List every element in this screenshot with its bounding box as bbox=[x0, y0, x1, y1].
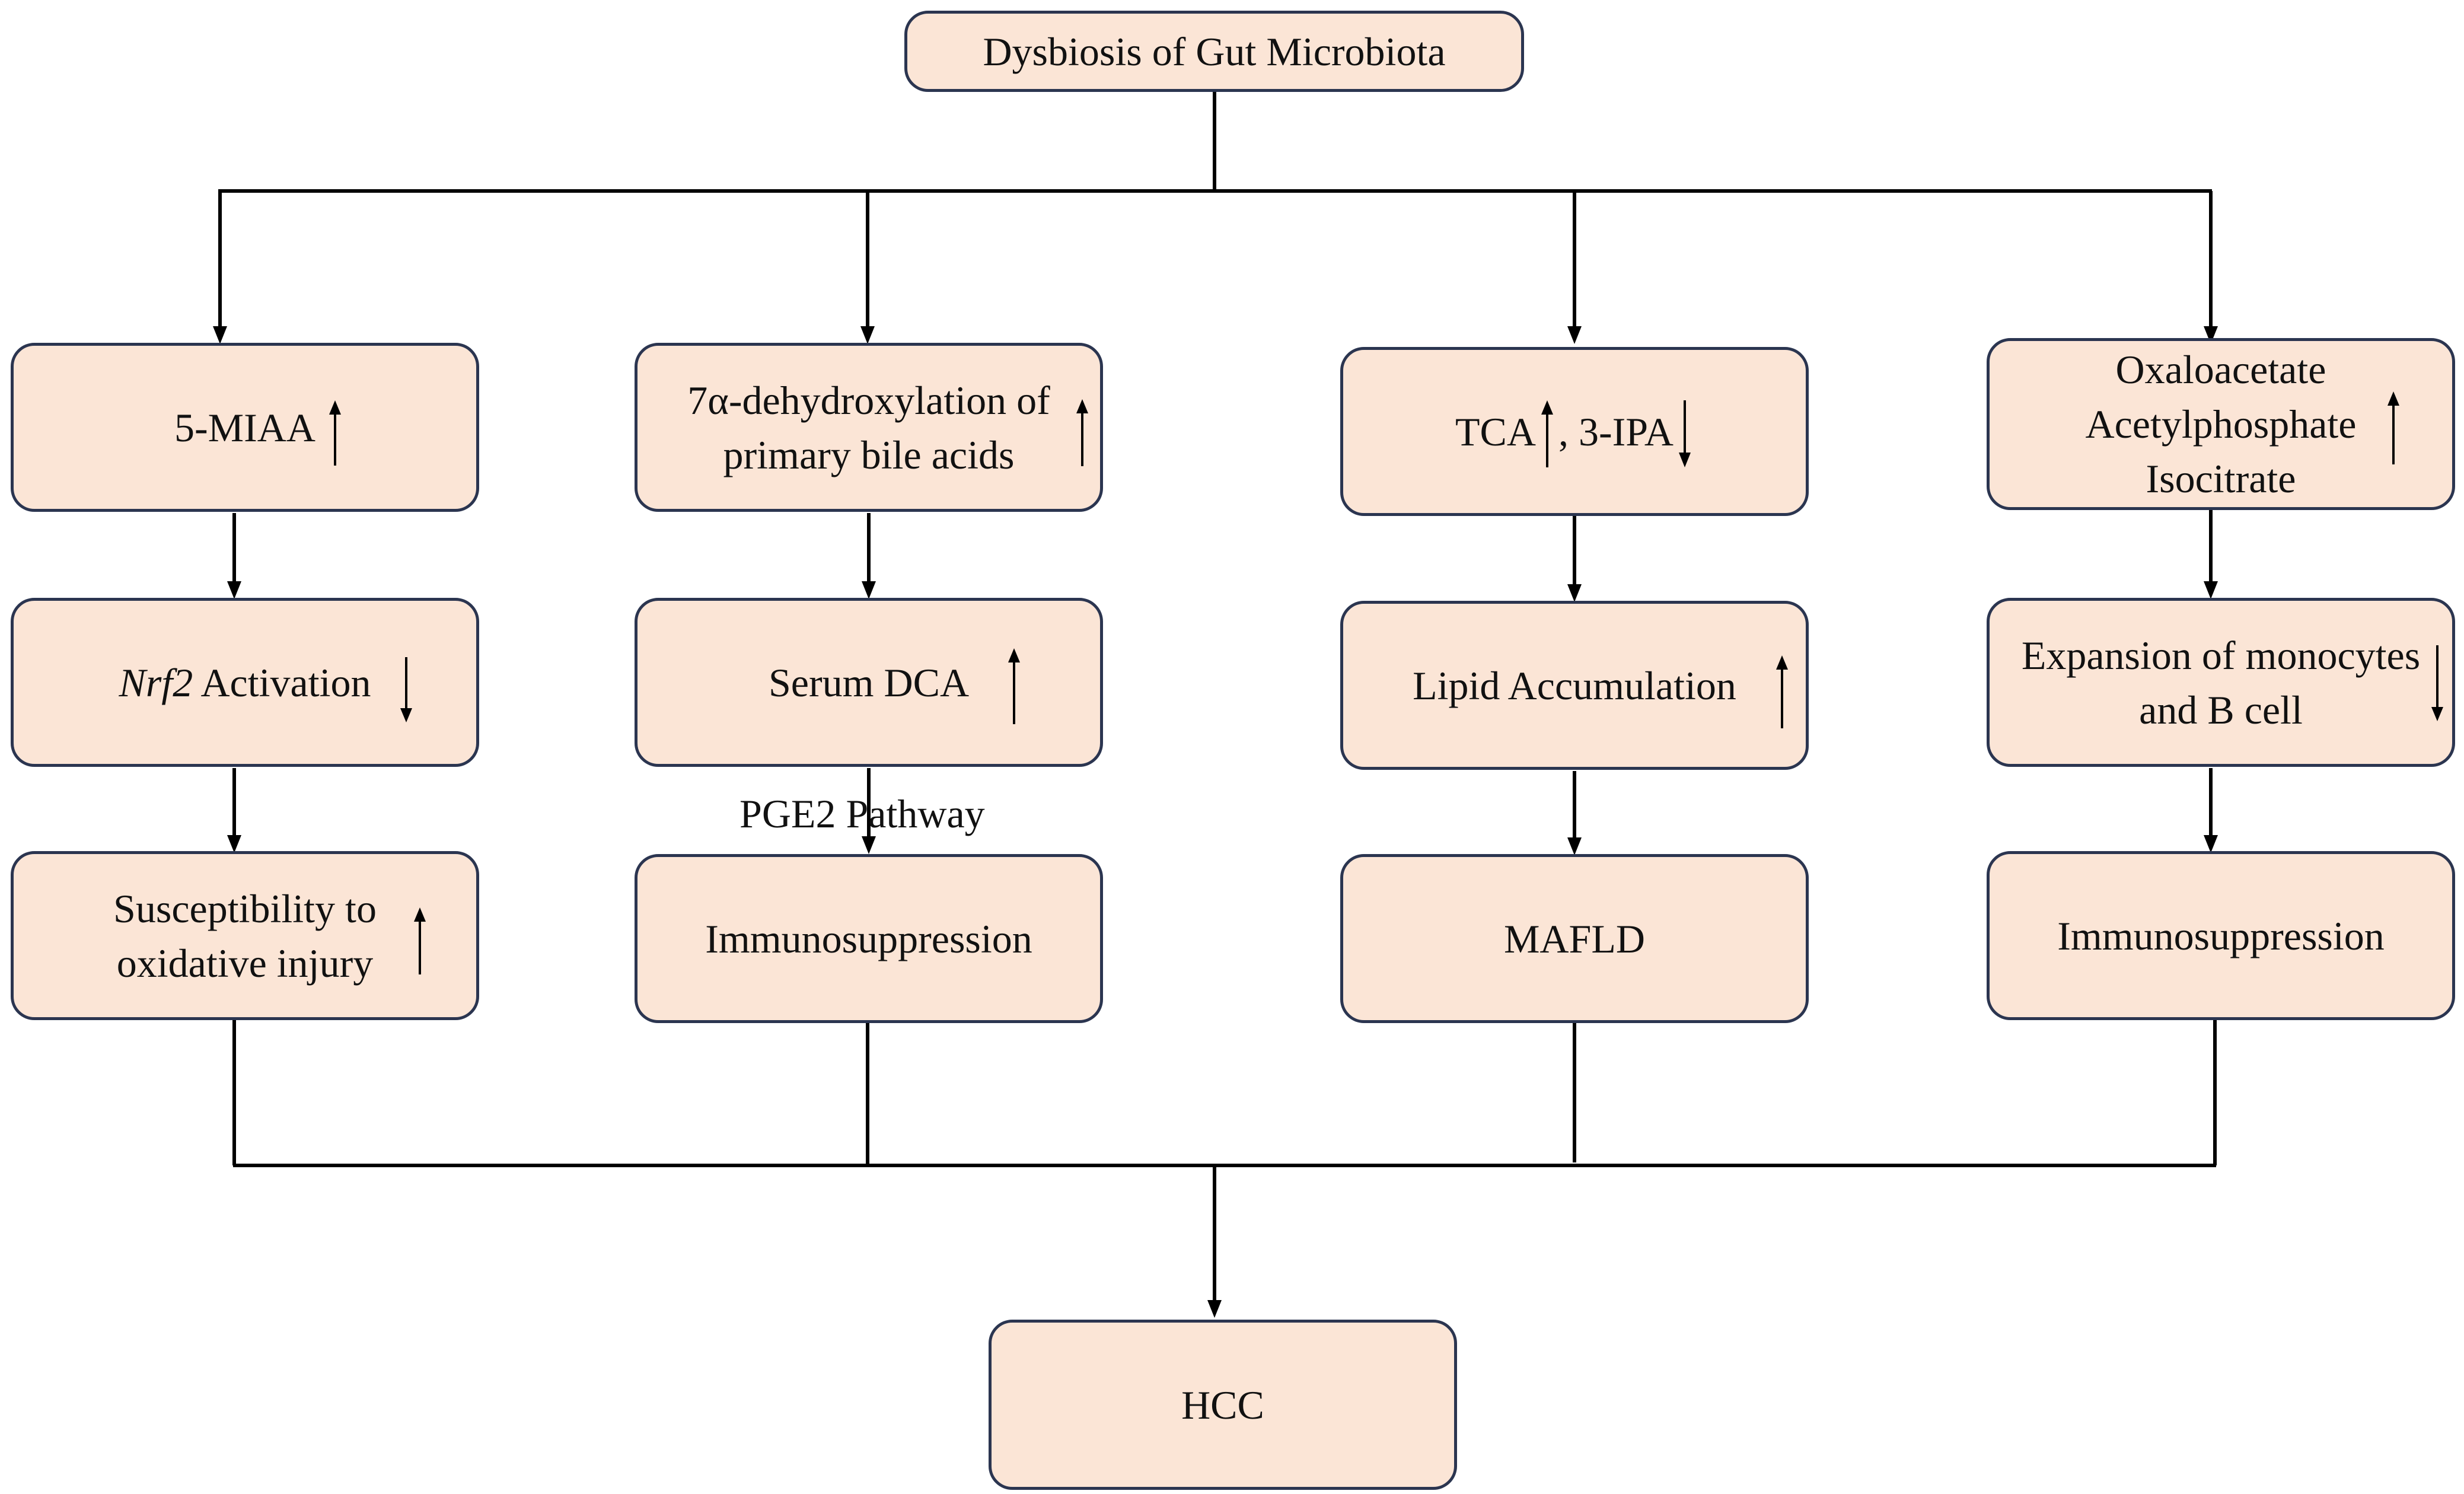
down-arrow-icon bbox=[2431, 645, 2443, 721]
metabolite-line-1: Oxaloacetate bbox=[2115, 347, 2326, 392]
outcome-node: HCC bbox=[989, 1320, 1457, 1490]
node-nrf2-label: Nrf2 Activation bbox=[119, 655, 371, 710]
serum-dca-label: Serum DCA bbox=[768, 660, 970, 705]
arrowhead-col4-r3 bbox=[2204, 835, 2218, 853]
arrowhead-outcome bbox=[1207, 1300, 1222, 1318]
up-arrow-icon bbox=[1776, 655, 1788, 728]
node-5-miaa: 5-MIAA bbox=[11, 343, 479, 512]
arrowhead-col1-r3 bbox=[227, 835, 241, 853]
tca-3ipa-label: TCA , 3-IPA bbox=[1455, 400, 1694, 467]
tca-text: TCA bbox=[1455, 409, 1536, 454]
node-serum-dca: Serum DCA bbox=[635, 598, 1103, 767]
mafld-label: MAFLD bbox=[1503, 916, 1646, 961]
down-arrow-icon bbox=[1678, 400, 1691, 467]
up-arrow-icon bbox=[1541, 400, 1553, 467]
arrowhead-col4-r1 bbox=[2204, 326, 2218, 344]
down-arrow-icon bbox=[400, 657, 412, 722]
up-arrow-icon bbox=[2388, 391, 2399, 464]
root-label: Dysbiosis of Gut Microbiota bbox=[983, 28, 1446, 74]
node-7a-dehydroxylation: 7α-dehydroxylation of primary bile acids bbox=[635, 343, 1103, 512]
root-node: Dysbiosis of Gut Microbiota bbox=[904, 11, 1524, 92]
node-oxidative-susceptibility: Susceptibility to oxidative injury bbox=[11, 851, 479, 1020]
arrowhead-col3-r3 bbox=[1567, 837, 1582, 855]
node-lipid-accumulation: Lipid Accumulation bbox=[1340, 601, 1809, 770]
arrowhead-col2-r3 bbox=[862, 836, 876, 854]
metabolite-line-2: Acetylphosphate bbox=[2085, 402, 2357, 447]
monocyte-line-1: Expansion of monocytes bbox=[2021, 632, 2421, 678]
arrowhead-col3-r2 bbox=[1567, 584, 1582, 602]
node-nrf2-activation: Nrf2 Activation bbox=[11, 598, 479, 767]
nrf2-gene-name: Nrf2 bbox=[119, 660, 193, 705]
immunosuppression-col4-label: Immunosuppression bbox=[2057, 913, 2385, 958]
up-arrow-icon bbox=[329, 400, 341, 466]
node-immunosuppression-col2: Immunosuppression bbox=[635, 854, 1103, 1023]
dehydroxylation-line-1: 7α-dehydroxylation of bbox=[687, 377, 1050, 423]
oxidative-line-1: Susceptibility to bbox=[113, 885, 377, 931]
node-immunosuppression-col4: Immunosuppression bbox=[1987, 851, 2455, 1020]
node-metabolites: Oxaloacetate Acetylphosphate Isocitrate bbox=[1987, 338, 2455, 510]
lipid-accumulation-label: Lipid Accumulation bbox=[1413, 662, 1736, 708]
oxidative-line-2: oxidative injury bbox=[116, 940, 374, 986]
arrowhead-col1-r1 bbox=[213, 326, 227, 344]
up-arrow-icon bbox=[414, 907, 426, 974]
monocyte-line-2: and B cell bbox=[2139, 687, 2303, 732]
dehydroxylation-line-2: primary bile acids bbox=[723, 432, 1015, 477]
arrowhead-col4-r2 bbox=[2204, 581, 2218, 599]
node-5-miaa-label: 5-MIAA bbox=[174, 404, 315, 450]
node-tca-3ipa: TCA , 3-IPA bbox=[1340, 347, 1809, 516]
node-monocyte-expansion: Expansion of monocytes and B cell bbox=[1987, 598, 2455, 767]
outcome-label: HCC bbox=[1181, 1382, 1264, 1428]
pge2-pathway-label: PGE2 Pathway bbox=[739, 791, 985, 836]
nrf2-activation-text: Activation bbox=[193, 660, 371, 705]
arrowhead-col2-r1 bbox=[860, 326, 875, 344]
node-mafld: MAFLD bbox=[1340, 854, 1809, 1023]
up-arrow-icon bbox=[1008, 648, 1020, 724]
arrowhead-col2-r2 bbox=[862, 581, 876, 599]
up-arrow-icon bbox=[1076, 399, 1088, 466]
arrowhead-col1-r2 bbox=[227, 581, 241, 599]
immunosuppression-col2-label: Immunosuppression bbox=[705, 916, 1032, 961]
arrowhead-col3-r1 bbox=[1567, 326, 1582, 344]
metabolite-line-3: Isocitrate bbox=[2146, 456, 2296, 501]
3ipa-text: , 3-IPA bbox=[1558, 409, 1674, 454]
